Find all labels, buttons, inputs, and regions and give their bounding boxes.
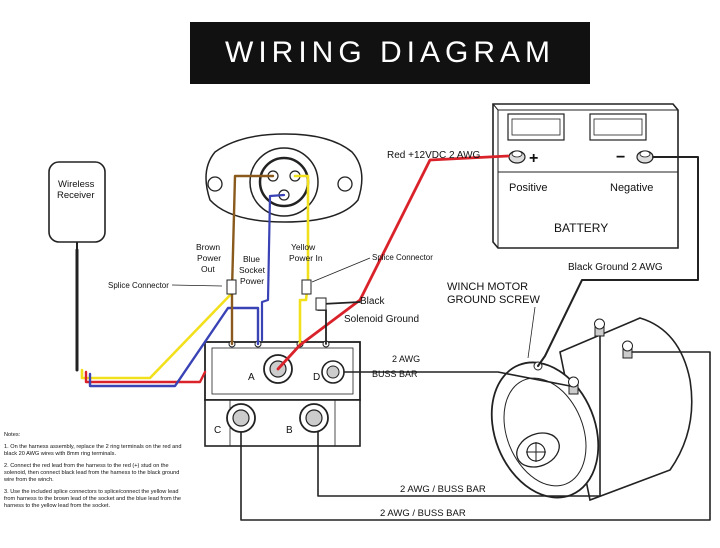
blue-harness-wire — [88, 306, 260, 388]
red-12vdc-wire — [276, 154, 510, 371]
splice-connector-label-right: Splice Connector — [372, 253, 433, 262]
wireless-receiver: Wireless Receiver — [48, 161, 106, 250]
positive-label: Positive — [509, 182, 548, 194]
blue-socket-wire — [260, 193, 286, 342]
black-ground-wire — [537, 156, 699, 367]
buss-bar-c — [240, 351, 711, 521]
negative-label: Negative — [610, 182, 653, 194]
terminal-c-label: C — [214, 425, 221, 436]
brown-power-out-3: Out — [201, 264, 215, 274]
diagram-title: WIRING DIAGRAM — [225, 36, 555, 69]
black-solenoid-ground-2: Solenoid Ground — [344, 314, 419, 325]
plus-sign: + — [529, 150, 538, 167]
buss-bar-d — [343, 371, 571, 387]
awg-buss-bar-bottom: 2 AWG / BUSS BAR — [380, 508, 466, 519]
socket-plate — [205, 133, 363, 223]
awg-buss-bar-top-2: BUSS BAR — [372, 369, 418, 379]
solenoid: A D C B — [204, 340, 361, 447]
buss-bar-b — [317, 335, 601, 497]
terminal-b-label: B — [286, 425, 293, 436]
note-1: 1. On the harness assembly, replace the … — [4, 444, 182, 457]
terminal-a-label: A — [248, 372, 255, 383]
splice-connector-right — [301, 279, 312, 295]
black-solenoid-ground-1: Black — [360, 296, 385, 307]
splice-connector-left — [226, 279, 237, 295]
yellow-power-in-2: Power In — [289, 253, 323, 263]
blue-socket-power-1: Blue — [243, 254, 260, 264]
terminal-d-label: D — [313, 372, 320, 383]
title-banner: WIRING DIAGRAM — [190, 22, 590, 84]
blue-socket-power-2: Socket — [239, 265, 266, 275]
yellow-harness-wire — [80, 288, 237, 380]
brown-power-out-2: Power — [197, 253, 221, 263]
battery-label: BATTERY — [554, 221, 608, 235]
battery: + − Positive Negative BATTERY — [492, 103, 679, 249]
awg-buss-bar-mid: 2 AWG / BUSS BAR — [400, 484, 486, 495]
winch-motor — [490, 317, 693, 502]
minus-sign: − — [616, 149, 625, 166]
notes-block: Notes: 1. On the harness assembly, repla… — [4, 432, 182, 515]
solenoid-ground-connector — [315, 297, 327, 311]
note-2: 2. Connect the red lead from the harness… — [4, 463, 180, 483]
notes-heading: Notes: — [4, 432, 21, 438]
red-harness-wire — [84, 370, 207, 384]
yellow-power-in-1: Yellow — [291, 242, 316, 252]
blue-socket-power-3: Power — [240, 276, 264, 286]
note-3: 3. Use the included splice connectors to… — [4, 489, 181, 509]
splice-connector-label-left: Splice Connector — [108, 281, 169, 290]
wires — [75, 154, 711, 521]
black-ground-label: Black Ground 2 AWG — [568, 262, 663, 273]
awg-buss-bar-top-1: 2 AWG — [392, 354, 420, 364]
winch-motor-ground-1: WINCH MOTOR — [447, 281, 528, 293]
red-12vdc-label: Red +12VDC 2 AWG — [387, 150, 481, 161]
winch-motor-ground-2: GROUND SCREW — [447, 294, 541, 306]
brown-socket-wire — [230, 174, 275, 346]
brown-power-out-1: Brown — [196, 242, 220, 252]
wireless-receiver-label-2: Receiver — [57, 190, 95, 201]
wireless-receiver-label-1: Wireless — [58, 179, 95, 190]
